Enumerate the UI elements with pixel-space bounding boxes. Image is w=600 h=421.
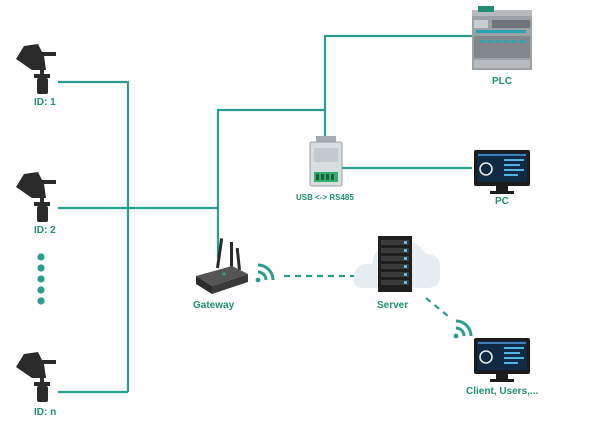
plc-icon: [472, 6, 532, 70]
wind-sensor-icon: [16, 172, 56, 222]
server-rack-icon: [378, 236, 412, 292]
plc-label: PLC: [492, 76, 512, 87]
wifi-signal-icon: [453, 319, 473, 339]
client-label: Client, Users,...: [466, 386, 539, 397]
wifi-signal-icon: [255, 263, 275, 283]
server-label: Server: [377, 300, 409, 311]
sensor-label-id-n: ID: n: [34, 407, 57, 418]
sensor-label-id-1: ID: 1: [34, 97, 56, 108]
gateway-router-icon: [196, 238, 248, 294]
wireless-links: [284, 274, 449, 317]
usb-rs485-converter-icon: [309, 136, 343, 187]
gateway-label: Gateway: [193, 300, 235, 311]
wind-sensor-icon: [16, 352, 56, 402]
converter-label: USB <-> RS485: [296, 193, 354, 202]
wind-sensor-icon: [16, 44, 56, 94]
pc-label: PC: [495, 196, 509, 207]
pc-monitor-icon: [474, 150, 530, 194]
plc-link: [323, 34, 472, 140]
bus-link: [58, 80, 130, 392]
gateway-link: [216, 108, 325, 258]
server-client-link: [425, 297, 449, 317]
more-sensors-dots: [37, 253, 45, 305]
sensor-label-id-2: ID: 2: [34, 225, 56, 236]
client-monitor-icon: [474, 338, 530, 382]
wired-links: [58, 34, 472, 394]
